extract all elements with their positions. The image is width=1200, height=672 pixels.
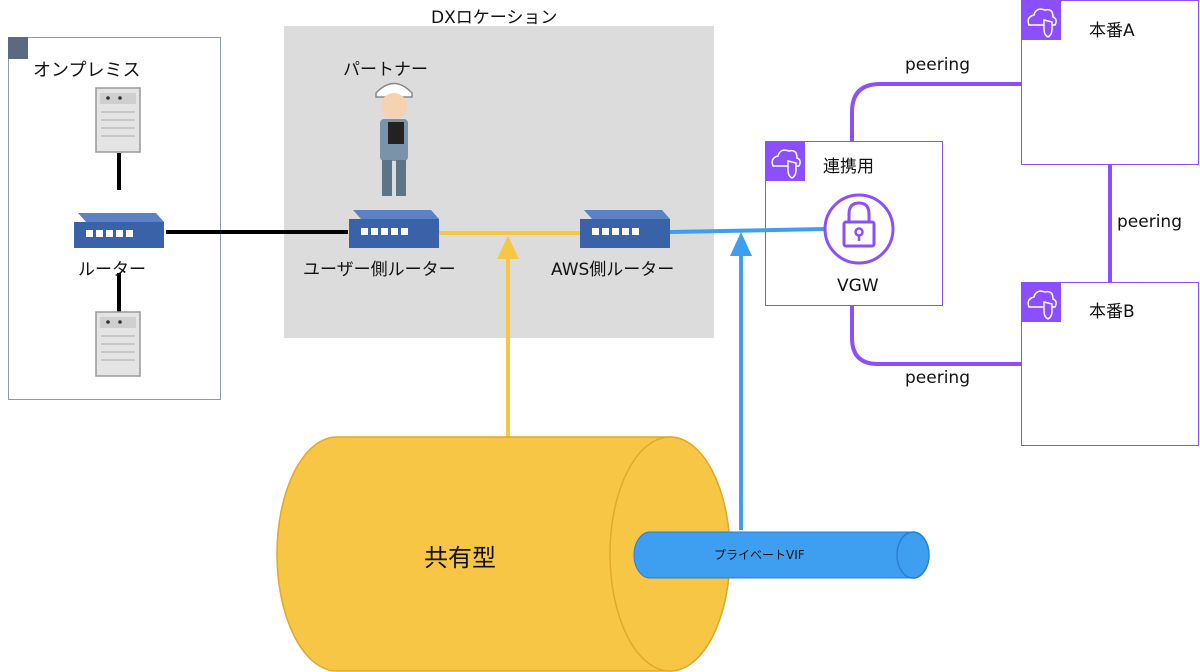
onprem-title: オンプレミス xyxy=(33,60,141,81)
dx-location-area xyxy=(284,26,714,338)
peering-label-bottom: peering xyxy=(905,368,970,388)
partner-label: パートナー xyxy=(343,60,428,80)
user-router-label: ユーザー側ルーター xyxy=(303,260,456,280)
vpc-cloud-shield-icon xyxy=(1021,282,1061,322)
vgw-label: VGW xyxy=(837,276,879,296)
vpc-cloud-shield-icon xyxy=(765,141,805,181)
onprem-box xyxy=(8,37,221,400)
server-icon xyxy=(95,87,141,153)
arrow-head-yellow xyxy=(497,236,519,259)
peering-line-top xyxy=(850,82,1021,141)
peering-line-bottom xyxy=(850,306,1021,366)
peering-label-top: peering xyxy=(905,55,970,75)
onprem-router-label: ルーター xyxy=(78,260,146,280)
vpc-cloud-shield-icon xyxy=(1021,0,1061,40)
line-aws-router-to-vgw xyxy=(669,227,827,234)
lock-icon xyxy=(823,193,895,265)
shared-label: 共有型 xyxy=(424,544,496,572)
router-icon xyxy=(74,213,164,248)
arrow-head-blue xyxy=(730,232,752,256)
server-icon xyxy=(95,311,141,377)
aws-router-label: AWS側ルーター xyxy=(551,260,675,280)
vpc-prod-a-title: 本番A xyxy=(1089,21,1135,41)
worker-icon xyxy=(375,82,413,196)
vif-label: プライベートVIF xyxy=(714,548,805,562)
peering-label-right: peering xyxy=(1117,212,1182,232)
dx-location-title: DXロケーション xyxy=(431,8,558,28)
vif-cylinder xyxy=(633,531,930,579)
router-icon xyxy=(349,210,439,248)
vpc-prod-b-title: 本番B xyxy=(1089,302,1135,322)
vpc-link-title: 連携用 xyxy=(823,157,874,177)
router-icon xyxy=(580,210,670,248)
onprem-corner-icon xyxy=(8,37,28,59)
